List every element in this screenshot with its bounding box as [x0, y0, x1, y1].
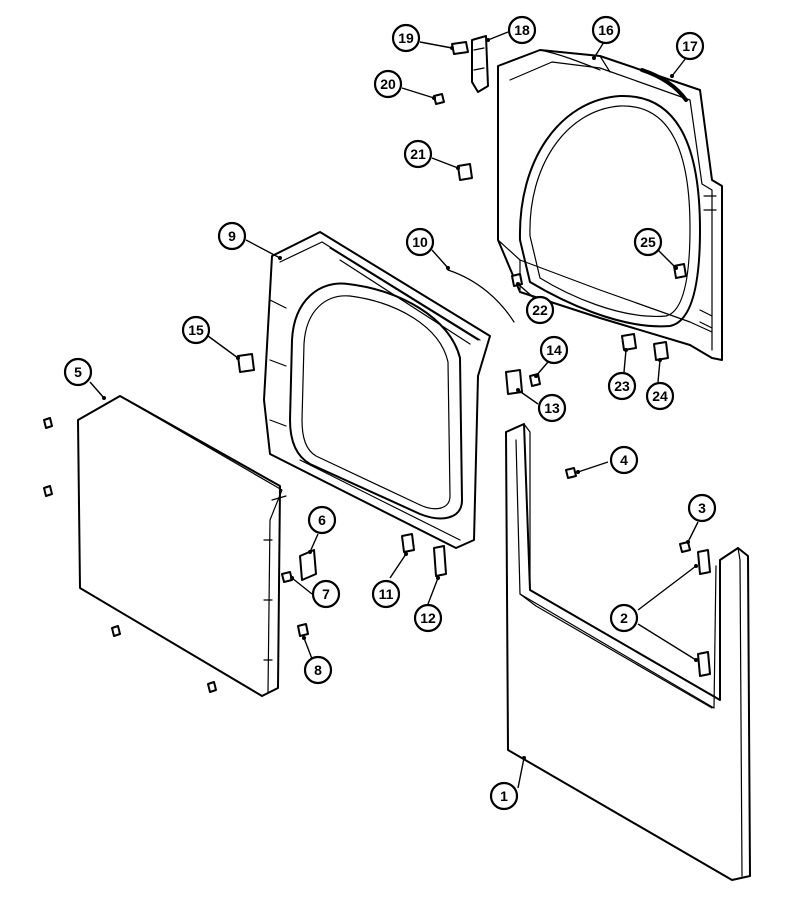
callout-label-14: 14	[546, 342, 562, 358]
callout-label-11: 11	[379, 586, 394, 602]
callout-25: 25	[633, 227, 663, 257]
callout-13: 13	[537, 393, 567, 423]
part-1-front-panel	[505, 423, 751, 881]
callout-label-19: 19	[398, 30, 414, 46]
part-15-clip	[237, 353, 255, 373]
callout-14: 14	[539, 335, 569, 365]
callout-label-8: 8	[314, 662, 322, 678]
callout-21: 21	[403, 139, 433, 169]
callout-11: 11	[371, 579, 401, 609]
leader-lines	[89, 31, 699, 789]
callout-5: 5	[63, 357, 93, 387]
door-screw-bottom-left	[111, 625, 121, 637]
part-21-clip	[457, 163, 473, 181]
callout-label-17: 17	[682, 38, 698, 54]
callout-label-25: 25	[640, 234, 656, 250]
callout-19: 19	[391, 23, 421, 53]
part-5-door	[77, 395, 287, 697]
part-16-rear-bulkhead	[497, 49, 723, 361]
callout-label-24: 24	[652, 388, 668, 404]
part-24-clip	[653, 341, 669, 361]
part-20-screw	[433, 93, 445, 105]
door-screw-upper	[43, 417, 53, 429]
part-11-strike	[401, 533, 415, 553]
callout-7: 7	[311, 579, 341, 609]
door-screw-middle	[43, 485, 53, 497]
callout-label-13: 13	[544, 400, 560, 416]
part-4-screw	[565, 467, 577, 479]
callout-22: 22	[525, 295, 555, 325]
callout-label-9: 9	[228, 228, 236, 244]
callout-24: 24	[645, 381, 675, 411]
callout-label-10: 10	[412, 234, 428, 250]
callout-label-1: 1	[500, 788, 508, 804]
callout-label-15: 15	[188, 322, 204, 338]
part-10-seal-wire	[447, 269, 515, 323]
callout-16: 16	[591, 15, 621, 45]
callout-4: 4	[609, 445, 639, 475]
callout-label-3: 3	[698, 500, 706, 516]
part-8-screw	[297, 623, 309, 637]
callout-10: 10	[405, 227, 435, 257]
part-2-handle-lower	[697, 651, 711, 677]
part-18-bracket	[471, 35, 489, 93]
callout-label-18: 18	[514, 22, 530, 38]
part-12-bracket	[433, 545, 447, 577]
door-screw-bottom-right	[207, 681, 217, 693]
callout-label-21: 21	[410, 146, 426, 162]
part-17-seal-strip	[640, 68, 688, 102]
callout-label-5: 5	[74, 364, 82, 380]
callout-label-2: 2	[620, 610, 628, 626]
part-9-front-bulkhead	[263, 231, 491, 549]
part-23-clip	[621, 333, 637, 351]
callout-label-20: 20	[380, 76, 396, 92]
arrowheads	[102, 38, 698, 760]
part-3-screw	[679, 541, 691, 553]
callout-label-16: 16	[598, 22, 614, 38]
callout-1: 1	[489, 781, 519, 811]
callout-23: 23	[607, 371, 637, 401]
callout-label-6: 6	[318, 512, 326, 528]
callout-18: 18	[507, 15, 537, 45]
callout-15: 15	[181, 315, 211, 345]
part-19-clip	[451, 41, 469, 55]
callout-label-7: 7	[322, 586, 330, 602]
callout-3: 3	[687, 493, 717, 523]
callout-9: 9	[217, 221, 247, 251]
callout-12: 12	[413, 603, 443, 633]
callout-20: 20	[373, 69, 403, 99]
callout-8: 8	[303, 655, 333, 685]
callout-label-23: 23	[614, 378, 630, 394]
callout-6: 6	[307, 505, 337, 535]
callout-2: 2	[609, 603, 639, 633]
callout-17: 17	[675, 31, 705, 61]
callout-label-22: 22	[532, 302, 548, 318]
part-6-hinge	[299, 549, 317, 581]
callout-label-4: 4	[620, 452, 628, 468]
callout-label-12: 12	[420, 610, 436, 626]
part-2-handle-upper	[697, 549, 711, 575]
